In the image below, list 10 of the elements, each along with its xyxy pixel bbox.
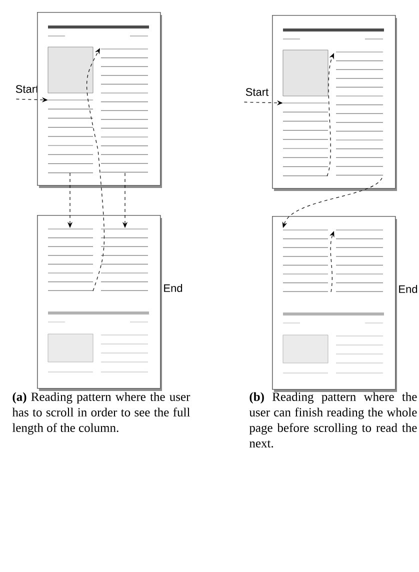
page-drawing — [37, 12, 162, 188]
figure-caption: (b) Reading pattern where the user can finish reading the whole page before scrolling to read the next. — [249, 392, 417, 448]
arrow — [282, 178, 382, 228]
end-label: End — [399, 284, 418, 294]
end-label: End — [164, 284, 182, 292]
page-drawing — [272, 216, 397, 392]
page-drawing — [272, 15, 397, 191]
start-label: Start — [246, 88, 269, 96]
page-drawing — [37, 215, 162, 391]
arrow — [86, 48, 104, 292]
